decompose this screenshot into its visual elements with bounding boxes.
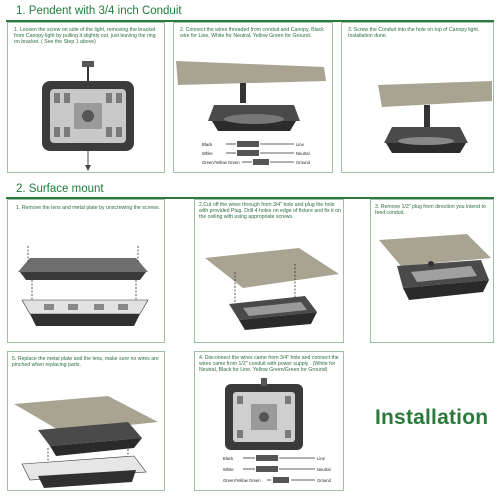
- panel-pendent-step-2: 2. Connect the wires threaded from condu…: [173, 22, 333, 173]
- step-caption: 2.Cut off the wires through from 3/4" ho…: [199, 202, 341, 220]
- panel-surface-step-2: 2.Cut off the wires through from 3/4" ho…: [194, 199, 344, 343]
- panel-surface-step-5: 5. Replace the metal plate and the lens,…: [7, 351, 165, 491]
- wire-label-color: Black: [202, 142, 213, 147]
- installed-illustration: [378, 81, 492, 153]
- panel-surface-step-3: 3. Remove 1/2" plug from direction you i…: [370, 199, 494, 343]
- wire-label-role: Line: [317, 456, 326, 461]
- wire-label-role: Neutral: [317, 467, 331, 472]
- plug-removal-illustration: [379, 234, 491, 300]
- step-caption: 1. Remove the lens and metal plate by un…: [16, 205, 160, 211]
- section-title-pendent: 1. Pendent with 3/4 inch Conduit: [16, 5, 182, 17]
- panel-pendent-step-1: 1. Loosen the screw on side of the light…: [7, 22, 165, 173]
- wire-label-role: Ground: [317, 478, 332, 483]
- fixture-illustration: [42, 61, 134, 171]
- wire-label-role: Line: [296, 142, 305, 147]
- panel-pendent-step-3: 3. Screw the Conduit into the hole on to…: [341, 22, 494, 173]
- panel-surface-step-1: 1. Remove the lens and metal plate by un…: [7, 199, 165, 343]
- installation-heading: Installation: [375, 406, 489, 429]
- wire-label-color: Green/Yellow Green: [202, 160, 240, 165]
- wire-label-color: White: [202, 151, 213, 156]
- panel-surface-step-4: 4. Disconnect the wires came from 3/4" h…: [194, 351, 344, 491]
- step-caption: 3. Remove 1/2" plug from direction you i…: [375, 204, 486, 216]
- wire-label-color: Black: [223, 456, 234, 461]
- wire-label-color: White: [223, 467, 234, 472]
- wiring-illustration: Black Line White Neutral Green/Yellow Gr…: [176, 61, 326, 165]
- wire-label-color: Green/Yellow Green: [223, 478, 261, 483]
- ceiling-mount-illustration: [205, 248, 339, 330]
- section-divider: [6, 20, 494, 22]
- step-caption: 4. Disconnect the wires came from 3/4" h…: [199, 355, 339, 373]
- lens-replace-illustration: [14, 396, 158, 488]
- wire-label-role: Neutral: [296, 151, 310, 156]
- step-caption: 2. Connect the wires threaded from condu…: [180, 27, 324, 39]
- step-caption: 1. Loosen the screw on side of the light…: [14, 27, 156, 45]
- wire-label-role: Ground: [296, 160, 311, 165]
- section-divider: [6, 197, 494, 199]
- lens-removal-illustration: [18, 246, 149, 326]
- rewire-illustration: Black Line White Neutral Green/Yellow Gr…: [223, 378, 332, 483]
- step-caption: 5. Replace the metal plate and the lens,…: [12, 356, 159, 368]
- section-title-surface-mount: 2. Surface mount: [16, 183, 104, 195]
- step-caption: 3. Screw the Conduit into the hole on to…: [348, 27, 480, 39]
